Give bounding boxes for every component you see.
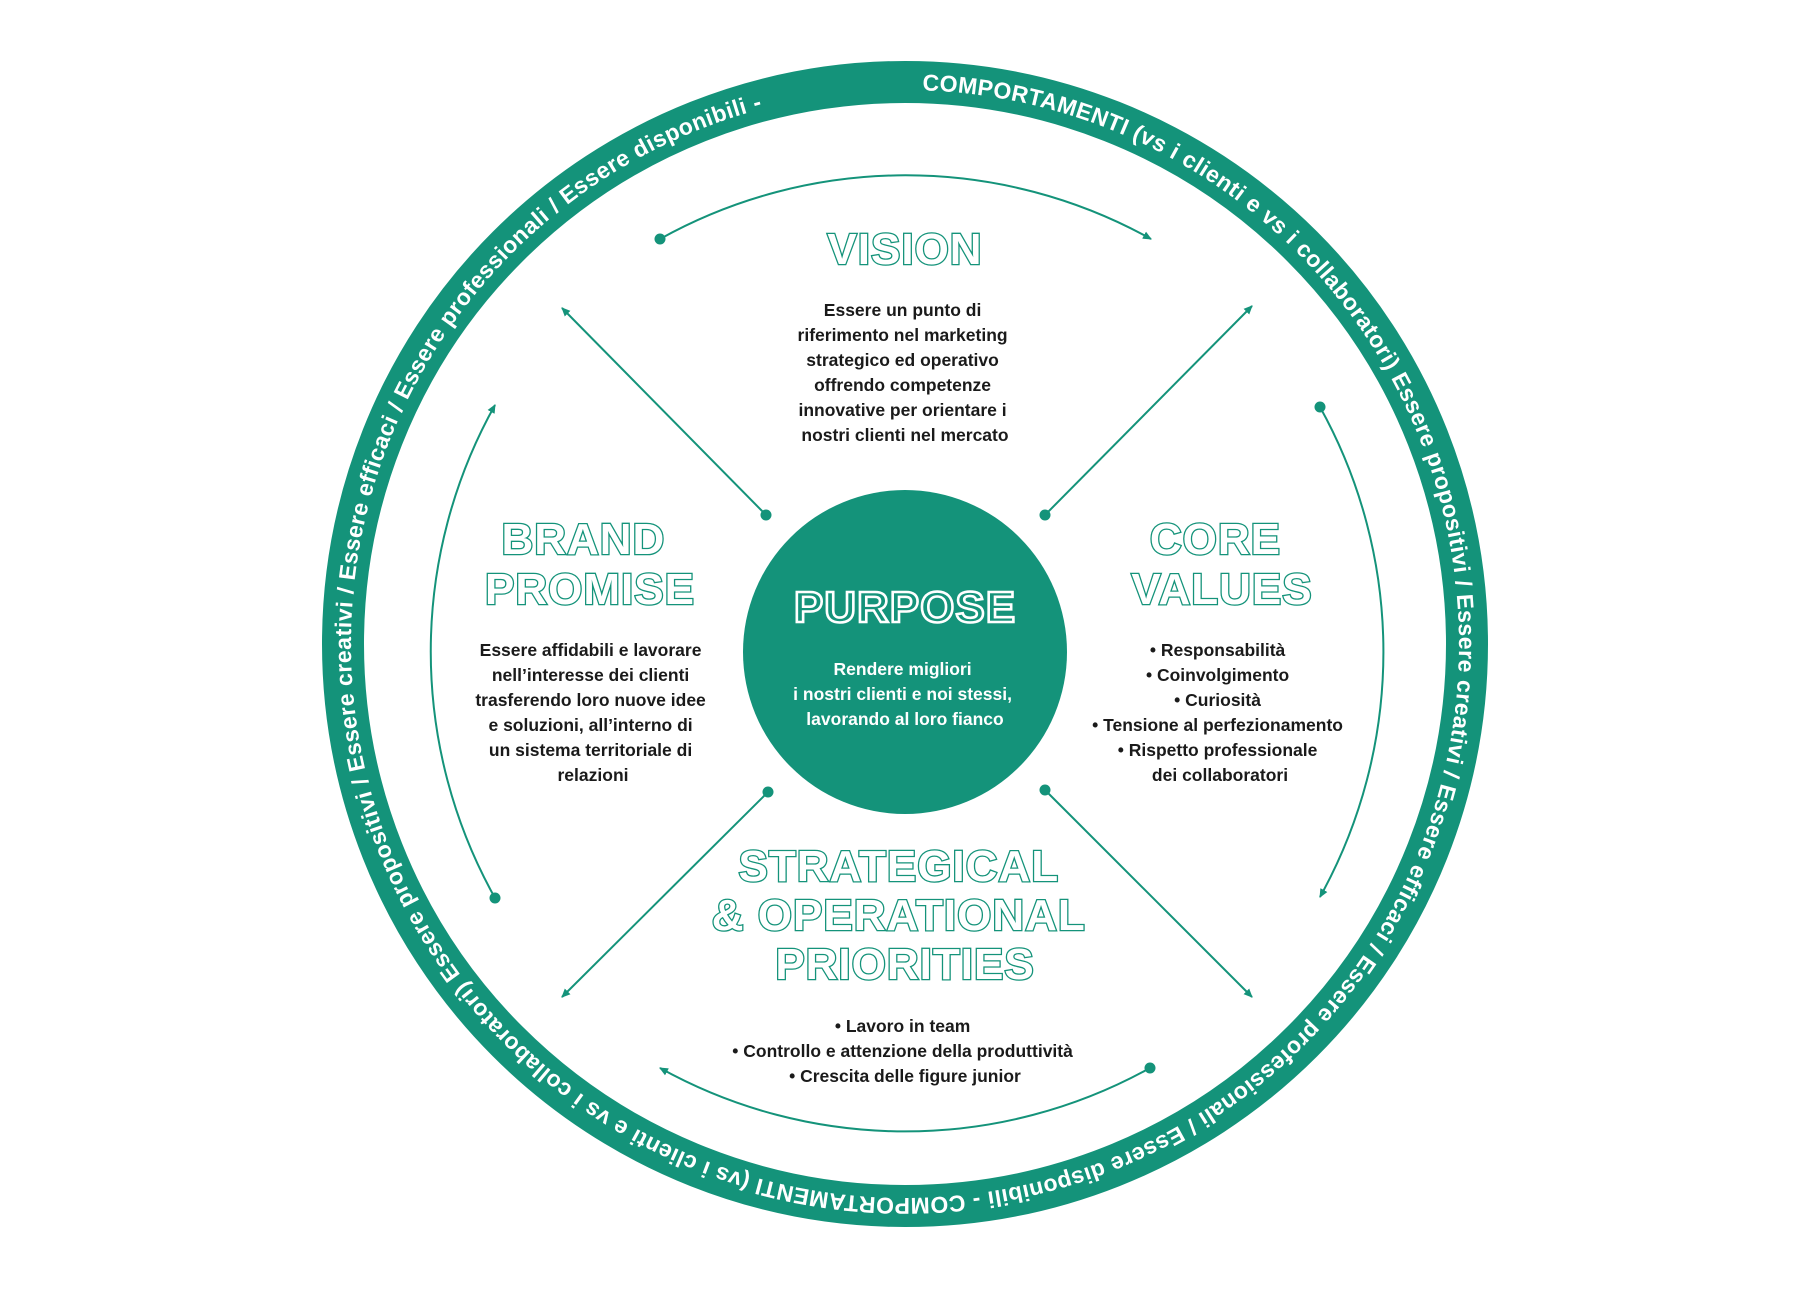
brand-promise-title: BRAND PROMISE [485, 515, 695, 614]
arc-arrow-left-dot [489, 892, 501, 904]
diagonal-arrow-bottom-left [561, 791, 769, 998]
arc-arrow-bottom-dot [1144, 1062, 1156, 1074]
diagonal-arrow-bottom-left-dot [762, 786, 774, 798]
core-values-list: • Responsabilità • Coinvolgimento • Curi… [1092, 640, 1348, 785]
diagonal-arrow-bottom-right [1044, 789, 1253, 998]
arc-arrow-right-dot [1314, 401, 1326, 413]
diagonal-arrow-top-left-dot [760, 509, 772, 521]
arc-arrows [429, 174, 1385, 1133]
priorities-title: STRATEGICAL & OPERATIONAL PRIORITIES [712, 842, 1098, 989]
diagonal-arrows [561, 305, 1253, 998]
outer-ring [322, 61, 1488, 1227]
arc-arrow-right [1319, 406, 1385, 898]
arc-arrow-left [429, 404, 496, 899]
purpose-circle [743, 490, 1067, 814]
purpose-text: Rendere migliori i nostri clienti e noi … [793, 659, 1017, 729]
diagonal-arrow-top-left [561, 307, 767, 516]
diagonal-arrow-top-right [1044, 305, 1253, 516]
arc-arrow-top [659, 174, 1152, 240]
arc-arrow-top-dot [654, 233, 666, 245]
vision-text: Essere un punto di riferimento nel marke… [798, 300, 1013, 445]
purpose-title: PURPOSE [794, 583, 1016, 632]
priorities-list: • Lavoro in team • Controllo e attenzion… [732, 1016, 1077, 1086]
brand-promise-text: Essere affidabili e lavorare nell’intere… [475, 640, 710, 785]
diagonal-arrow-top-right-dot [1039, 509, 1051, 521]
diagonal-arrow-bottom-right-dot [1039, 784, 1051, 796]
vision-title: VISION [827, 225, 982, 274]
arc-arrow-bottom [659, 1067, 1151, 1133]
core-values-title: CORE VALUES [1131, 515, 1312, 614]
